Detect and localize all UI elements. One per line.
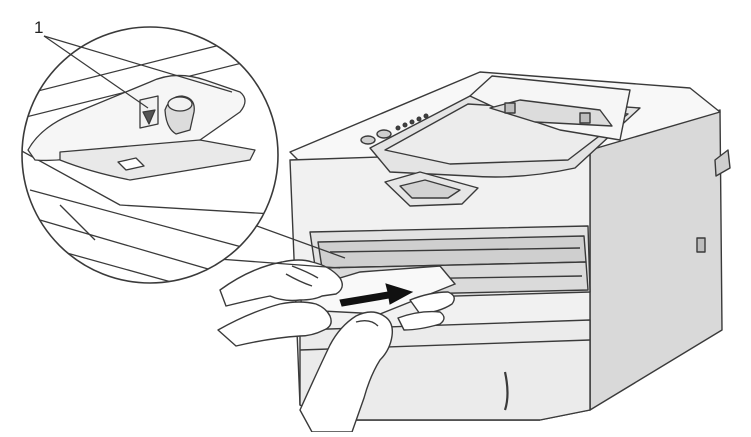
printer-right-side: [589, 109, 723, 411]
hands: [217, 259, 455, 433]
side-port: [696, 237, 706, 253]
callout-leader-1: [43, 35, 149, 109]
feed-direction-arrow: [339, 283, 414, 307]
callout-label-1: 1: [34, 18, 44, 37]
right-hand: [299, 311, 394, 433]
control-panel: [360, 113, 429, 145]
callout-leader-2: [43, 35, 233, 93]
left-lower-hand: [217, 301, 332, 347]
left-hand: [219, 259, 343, 307]
magnified-detail: [21, 26, 346, 284]
